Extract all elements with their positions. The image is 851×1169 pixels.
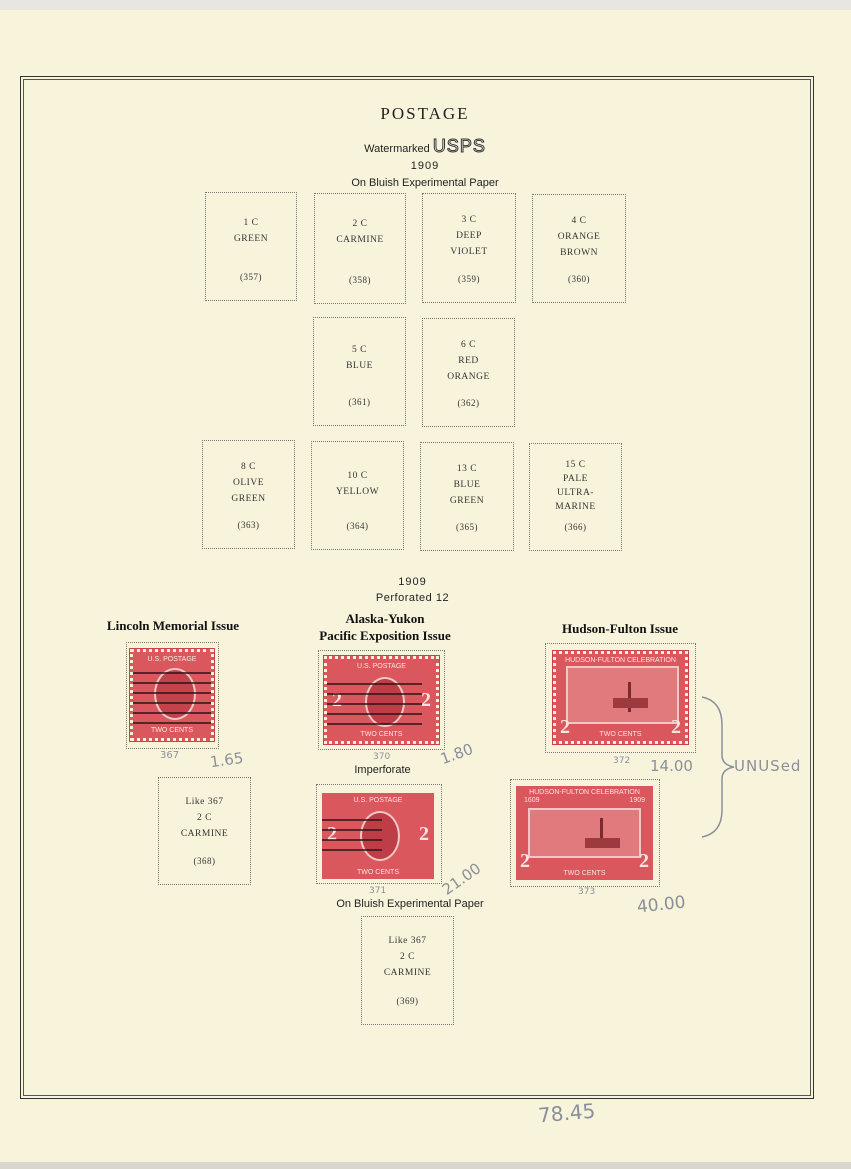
pencil-number-370: 370 — [373, 752, 391, 762]
issue-heading-hudson: Hudson-Fulton Issue — [562, 621, 678, 636]
pencil-total: 78.45 — [537, 1098, 597, 1128]
page-border-outer — [20, 76, 814, 1099]
pencil-brace — [701, 696, 735, 838]
lincoln-portrait-oval — [154, 668, 196, 720]
hudson-ship-scene-imperf — [528, 808, 641, 858]
pencil-number-367: 367 — [160, 750, 180, 761]
year-heading-mid: 1909 — [398, 576, 427, 588]
stamp-lincoln-367: U.S. POSTAGE TWO CENTS — [129, 648, 215, 742]
watermark-label: Watermarked — [364, 143, 430, 155]
watermark-usps-logo: USPS — [432, 136, 486, 157]
page-border-inner — [23, 79, 811, 1096]
page-title: POSTAGE — [380, 104, 470, 123]
pencil-number-373: 373 — [578, 887, 596, 897]
album-page — [0, 10, 851, 1162]
stamp-mount-371 — [316, 784, 442, 884]
pencil-number-372: 372 — [613, 756, 631, 766]
perforated-heading: Perforated 12 — [375, 592, 450, 604]
pencil-number-371: 371 — [369, 886, 387, 896]
imperforate-heading: Imperforate — [354, 764, 411, 776]
stamp-alaska-370: U.S. POSTAGE 2 2 TWO CENTS — [323, 655, 440, 745]
pencil-price-372: 14.00 — [650, 757, 693, 775]
pencil-unused-note: UNUSed — [734, 757, 802, 775]
paper-heading-bottom: On Bluish Experimental Paper — [336, 898, 484, 910]
stamp-hudson-imperf-373: HUDSON-FULTON CELEBRATION 1609 1909 2 2 … — [516, 786, 653, 880]
paper-heading-top: On Bluish Experimental Paper — [351, 177, 499, 189]
issue-heading-lincoln: Lincoln Memorial Issue — [106, 618, 240, 633]
stamp-mount-373 — [510, 779, 660, 887]
watermark-line: Watermarked USPS — [300, 136, 550, 157]
stamp-mount-367 — [126, 642, 219, 749]
stamp-alaska-imperf-371: U.S. POSTAGE 2 2 TWO CENTS — [322, 793, 434, 879]
scan-top-strip — [0, 0, 851, 10]
issue-heading-alaska-line2: Pacific Exposition Issue — [319, 628, 451, 643]
issue-heading-alaska-line1: Alaska-Yukon — [345, 611, 425, 626]
year-heading-top: 1909 — [410, 160, 440, 172]
stamp-mount-370 — [318, 650, 445, 750]
seward-portrait-oval — [365, 677, 405, 727]
stamp-mount-372 — [545, 643, 696, 753]
stamp-hudson-372: HUDSON-FULTON CELEBRATION 2 2 TWO CENTS — [552, 650, 689, 745]
hudson-ship-scene — [566, 666, 679, 724]
